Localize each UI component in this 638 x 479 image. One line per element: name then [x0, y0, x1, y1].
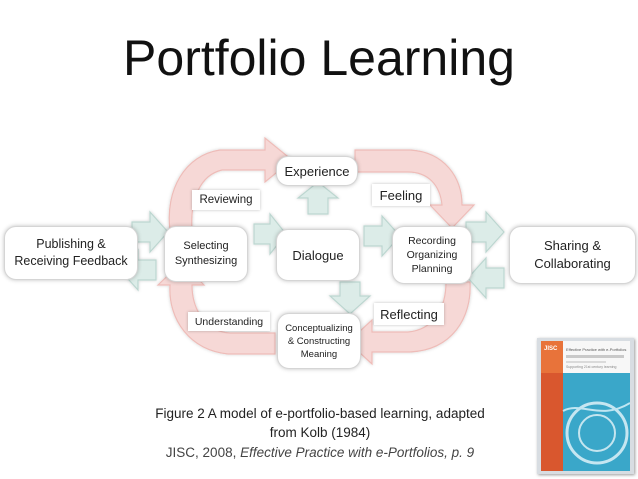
book-cover-art	[541, 341, 630, 471]
caption-line-2: from Kolb (1984)	[269, 425, 371, 440]
node-dialogue: Dialogue	[276, 229, 360, 281]
citation-title: Effective Practice with e-Portfolios, p.…	[240, 445, 475, 460]
node-publishing: Publishing & Receiving Feedback	[4, 226, 138, 280]
citation-prefix: JISC, 2008,	[165, 445, 241, 460]
label-reflecting: Reflecting	[374, 303, 444, 325]
node-selecting: Selecting Synthesizing	[164, 226, 248, 282]
book-cover-title: Effective Practice with e-Portfolios	[566, 347, 627, 352]
book-cover-logo: JISC	[544, 346, 558, 352]
outer-arrow-top-right	[354, 149, 476, 229]
node-recording: Recording Organizing Planning	[392, 226, 472, 284]
inner-arrow-right-bottom	[467, 256, 505, 300]
book-cover-page: JISC Effective Practice with e-Portfolio…	[541, 341, 630, 471]
book-cover-subtitle: Supporting 21st century learning	[566, 365, 617, 369]
node-conceptualizing: Conceptualizing & Constructing Meaning	[277, 313, 361, 369]
outer-arrow-top-left	[168, 136, 293, 231]
figure-caption: Figure 2 A model of e-portfolio-based le…	[90, 404, 550, 442]
citation: JISC, 2008, Effective Practice with e-Po…	[90, 443, 550, 462]
node-sharing: Sharing & Collaborating	[509, 226, 636, 284]
caption-line-1: Figure 2 A model of e-portfolio-based le…	[155, 406, 485, 421]
inner-arrow-down	[328, 281, 372, 315]
book-cover-thumbnail: JISC Effective Practice with e-Portfolio…	[537, 338, 634, 474]
label-reviewing: Reviewing	[192, 190, 260, 210]
page-title: Portfolio Learning	[123, 30, 515, 86]
label-understanding: Understanding	[188, 312, 270, 331]
inner-arrow-up	[296, 181, 340, 215]
inner-arrow-mid-right	[363, 214, 401, 258]
node-experience: Experience	[276, 156, 358, 186]
label-feeling: Feeling	[372, 184, 430, 206]
